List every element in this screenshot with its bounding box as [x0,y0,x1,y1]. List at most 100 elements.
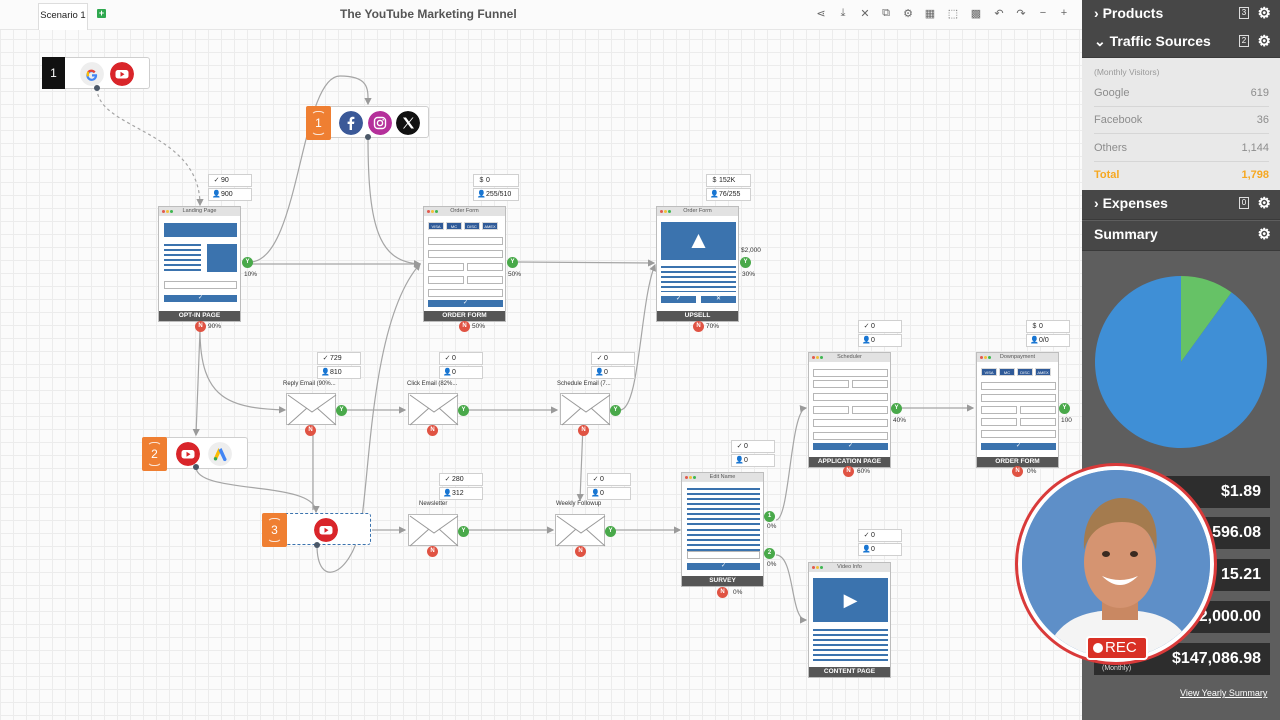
yes-percent: 40% [893,417,907,424]
page-survey[interactable]: Edit Name ✓ SURVEY [681,472,764,587]
no-badge[interactable]: N [693,321,704,332]
yes-badge[interactable]: Y [458,405,469,416]
yes-badge[interactable]: Y [336,405,347,416]
page-application[interactable]: Scheduler ✓ APPLICATION PAGE [808,352,891,468]
stat-value: 0 [452,369,456,376]
yes-badge[interactable]: Y [605,526,616,537]
products-header[interactable]: › Products 3 ⚙ [1082,0,1280,30]
order-stats: $0 👤255/510 [473,174,519,202]
traffic-row-label: Others [1094,142,1128,154]
calculator-icon[interactable]: ▦ [924,8,936,20]
email-newsletter[interactable] [408,514,459,547]
discover-icon: DISC [464,222,480,230]
email-click[interactable] [408,393,459,426]
visa-icon: VISA [428,222,444,230]
traffic-row: Others 1,144 [1094,135,1269,162]
expand-icon[interactable]: ✕ [860,8,870,20]
email-label: Schedule Email (7... [557,381,611,387]
traffic-row-label: Facebook [1094,114,1143,126]
visa-icon: VISA [981,368,997,376]
no-badge[interactable]: N [459,321,470,332]
traffic-source-3[interactable]: 3 [262,513,371,547]
no-badge[interactable]: N [195,321,206,332]
no-badge[interactable]: N [427,425,438,436]
dollar-icon: $ [1032,323,1037,330]
person-icon: 👤 [443,369,452,376]
yes-badge[interactable]: Y [740,257,751,268]
mastercard-icon: MC [999,368,1015,376]
email-label: Click Email (82%... [407,381,458,387]
email-schedule[interactable] [560,393,611,426]
yes-badge[interactable]: Y [458,526,469,537]
page-caption: CONTENT PAGE [809,667,890,677]
no-badge[interactable]: N [305,425,316,436]
expenses-header[interactable]: › Expenses 0 ⚙ [1082,190,1280,220]
email-weekly-followup[interactable] [555,514,606,547]
no-badge[interactable]: N [575,546,586,557]
page-caption: APPLICATION PAGE [809,457,890,467]
traffic-sources-header[interactable]: ⌄ Traffic Sources 2 ⚙ [1082,28,1280,58]
zoom-in-icon[interactable]: + [1060,7,1068,19]
traffic-subtitle: (Monthly Visitors) [1094,67,1160,77]
email-reply[interactable] [286,393,337,426]
yes-badge[interactable]: Y [507,257,518,268]
page-opt-in[interactable]: Landing Page ✓ OPT-IN PAGE [158,206,241,322]
download-icon[interactable]: ⤓ [840,7,846,19]
source-number: 3 [262,513,287,547]
page-title: Scheduler [809,353,890,362]
yes-badge[interactable]: Y [610,405,621,416]
settings-icon[interactable]: ⚙ [903,8,913,20]
discover-icon: DISC [1017,368,1033,376]
traffic-source-social[interactable]: 1 [306,106,429,140]
dollar-icon: $ [479,177,484,184]
traffic-source-1[interactable]: 1 [42,57,150,89]
yes-percent: 50% [508,271,522,278]
check-icon: ✓ [164,295,237,302]
stat-value: 0/0 [1039,337,1049,344]
gear-icon[interactable]: ⚙ [1257,5,1271,22]
grid-icon[interactable]: ▩ [970,8,982,20]
no-badge[interactable]: N [717,587,728,598]
upsell-stats: $152K 👤76/255 [706,174,751,202]
zoom-out-icon[interactable]: − [1039,7,1047,19]
add-tab-button[interactable]: + [97,8,106,18]
yes-badge[interactable]: Y [242,257,253,268]
funnel-canvas[interactable]: Scenario 1 + The YouTube Marketing Funne… [0,0,1082,720]
redo-icon[interactable]: ↷ [1016,8,1026,20]
summary-header[interactable]: Summary ⚙ [1082,221,1280,251]
copy-icon[interactable]: ⧉ [882,7,890,19]
page-upsell[interactable]: Order Form ▲ ✓ ✕ UPSELL [656,206,739,322]
check-icon: ✓ [322,355,329,362]
no-percent: 90% [208,323,222,330]
traffic-source-2[interactable]: 2 [142,437,248,471]
no-badge[interactable]: N [427,546,438,557]
traffic-row-value: 1,144 [1241,142,1269,154]
yes-badge[interactable]: Y [1059,403,1070,414]
select-icon[interactable]: ⬚ [947,8,959,20]
no-badge[interactable]: N [843,466,854,477]
gear-icon[interactable]: ⚙ [1257,226,1271,243]
tab-scenario-1[interactable]: Scenario 1 [38,3,88,30]
gear-icon[interactable]: ⚙ [1257,195,1271,212]
undo-icon[interactable]: ↶ [994,8,1004,20]
share-icon[interactable]: ⋖ [816,8,826,20]
page-content[interactable]: Video Info ▶ CONTENT PAGE [808,562,891,678]
page-order-form[interactable]: Order Form VISA MC DISC AMEX ✓ ORDER FOR… [423,206,506,322]
stat-value: 0 [600,490,604,497]
envelope-icon [287,394,337,426]
content-stats: ✓0 👤0 [858,529,902,557]
envelope-icon [409,394,459,426]
view-yearly-summary-link[interactable]: View Yearly Summary [1180,688,1268,698]
yes-badge[interactable]: Y [891,403,902,414]
gear-icon[interactable]: ⚙ [1257,33,1271,50]
page-downpayment[interactable]: Downpayment VISA MC DISC AMEX ✓ ORDER FO… [976,352,1059,468]
email-label: Weekly Followup [556,501,602,507]
option-1-badge[interactable]: 1 [764,511,775,522]
page-title: Edit Name [682,473,763,482]
no-badge[interactable]: N [578,425,589,436]
traffic-total-label: Total [1094,169,1120,181]
option-2-badge[interactable]: 2 [764,548,775,559]
no-badge[interactable]: N [1012,466,1023,477]
